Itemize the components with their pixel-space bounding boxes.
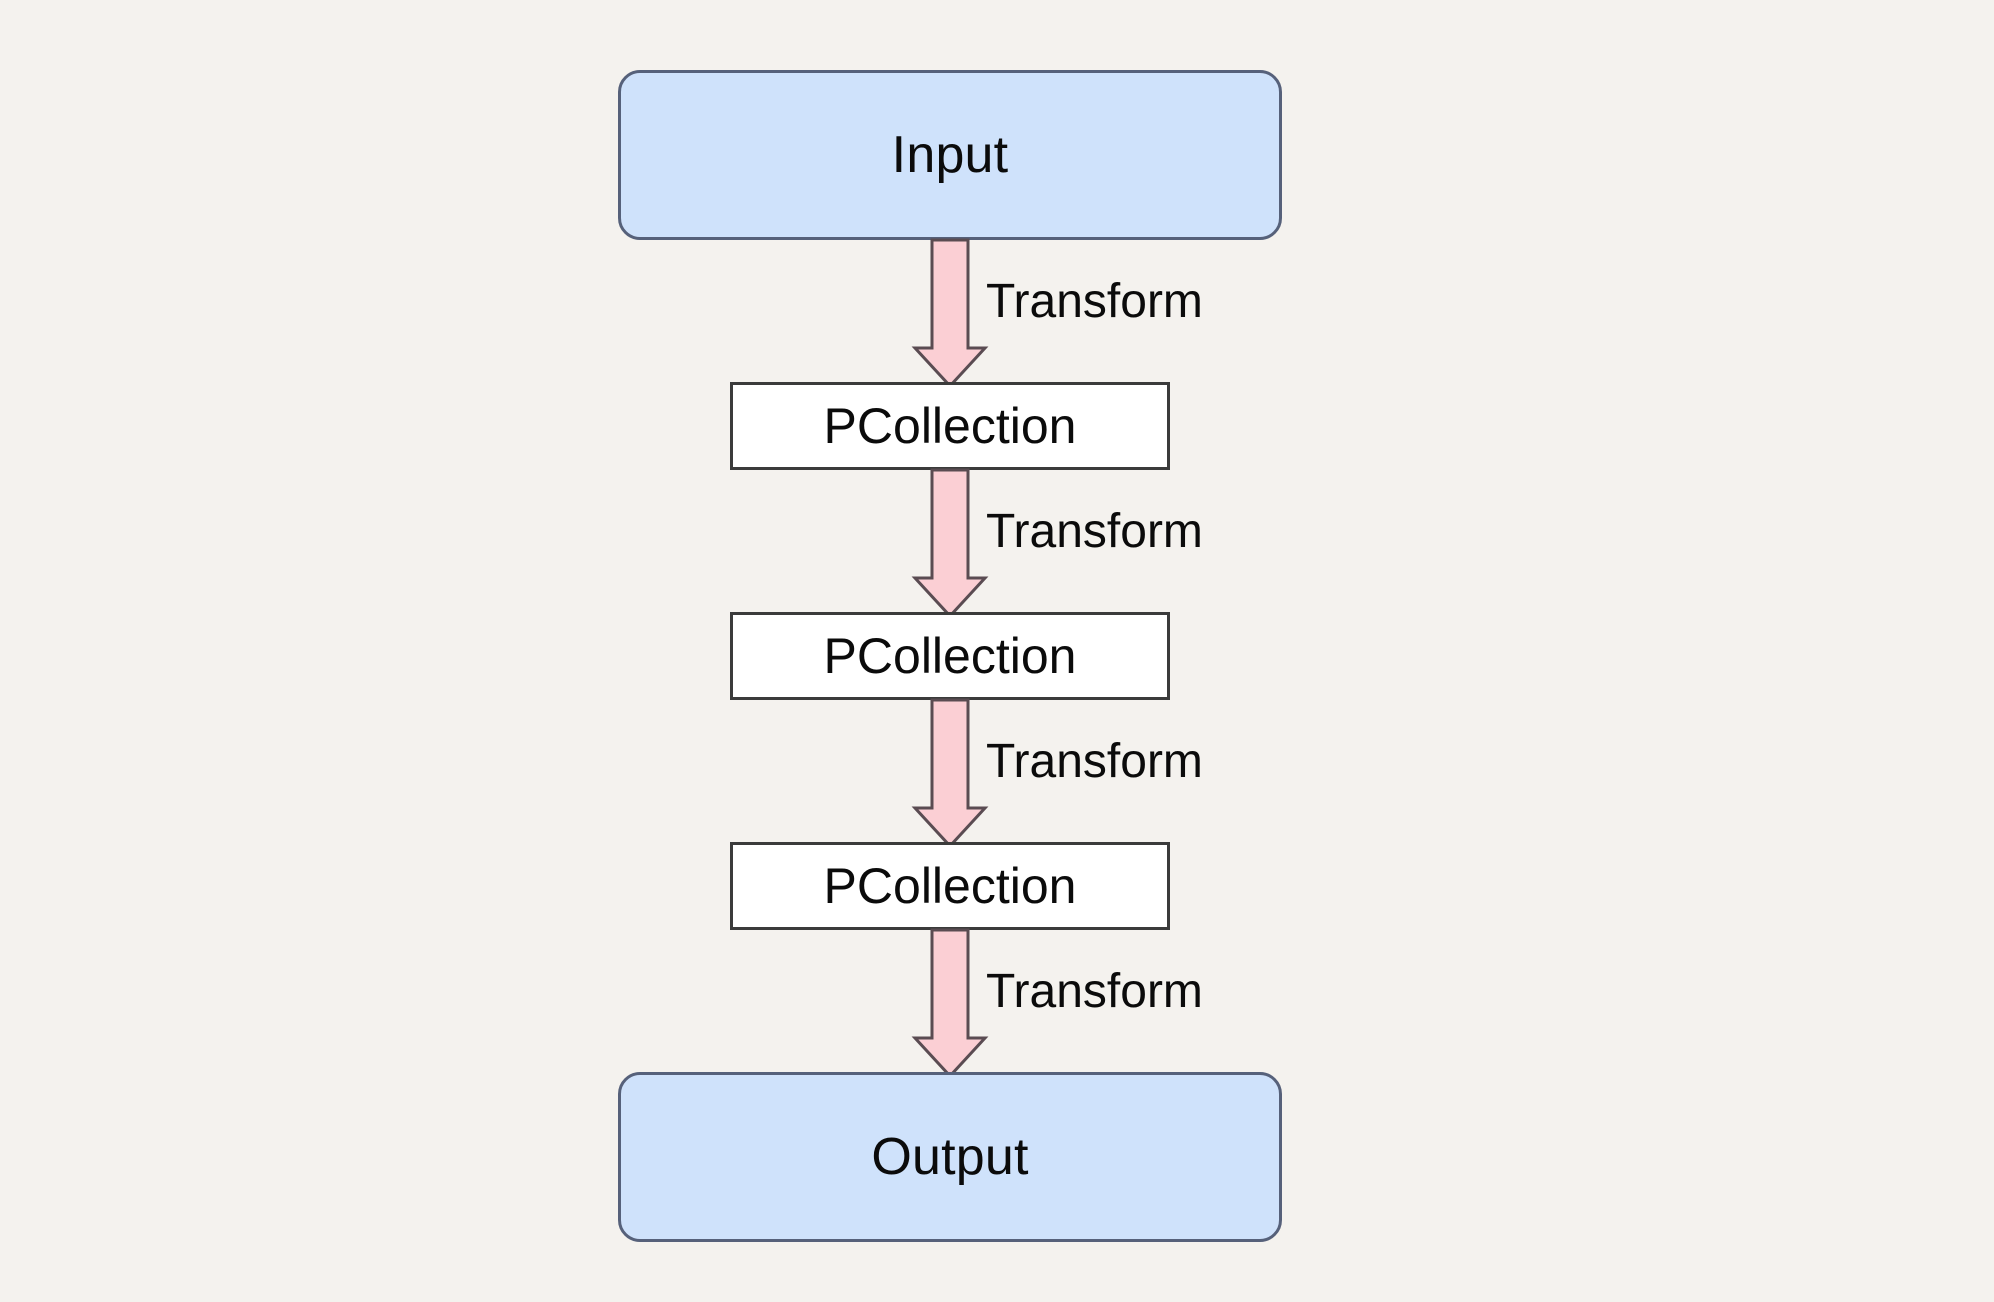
edge-arrow-4 [911, 928, 989, 1079]
node-pcollection-3[interactable]: PCollection [730, 842, 1170, 930]
node-input-label: Input [891, 126, 1009, 184]
node-pcollection-1-label: PCollection [823, 398, 1077, 454]
node-output-label: Output [871, 1128, 1029, 1186]
node-pcollection-1[interactable]: PCollection [730, 382, 1170, 470]
edge-arrow-3 [911, 698, 989, 849]
node-pcollection-3-label: PCollection [823, 858, 1077, 914]
node-input[interactable]: Input [618, 70, 1282, 240]
edge-label-4: Transform [986, 965, 1203, 1018]
edge-label-1: Transform [986, 275, 1203, 328]
node-pcollection-2[interactable]: PCollection [730, 612, 1170, 700]
edge-arrow-2 [911, 468, 989, 619]
node-output[interactable]: Output [618, 1072, 1282, 1242]
node-pcollection-2-label: PCollection [823, 628, 1077, 684]
edge-label-2: Transform [986, 505, 1203, 558]
edge-label-3: Transform [986, 735, 1203, 788]
edge-arrow-1 [911, 238, 989, 389]
